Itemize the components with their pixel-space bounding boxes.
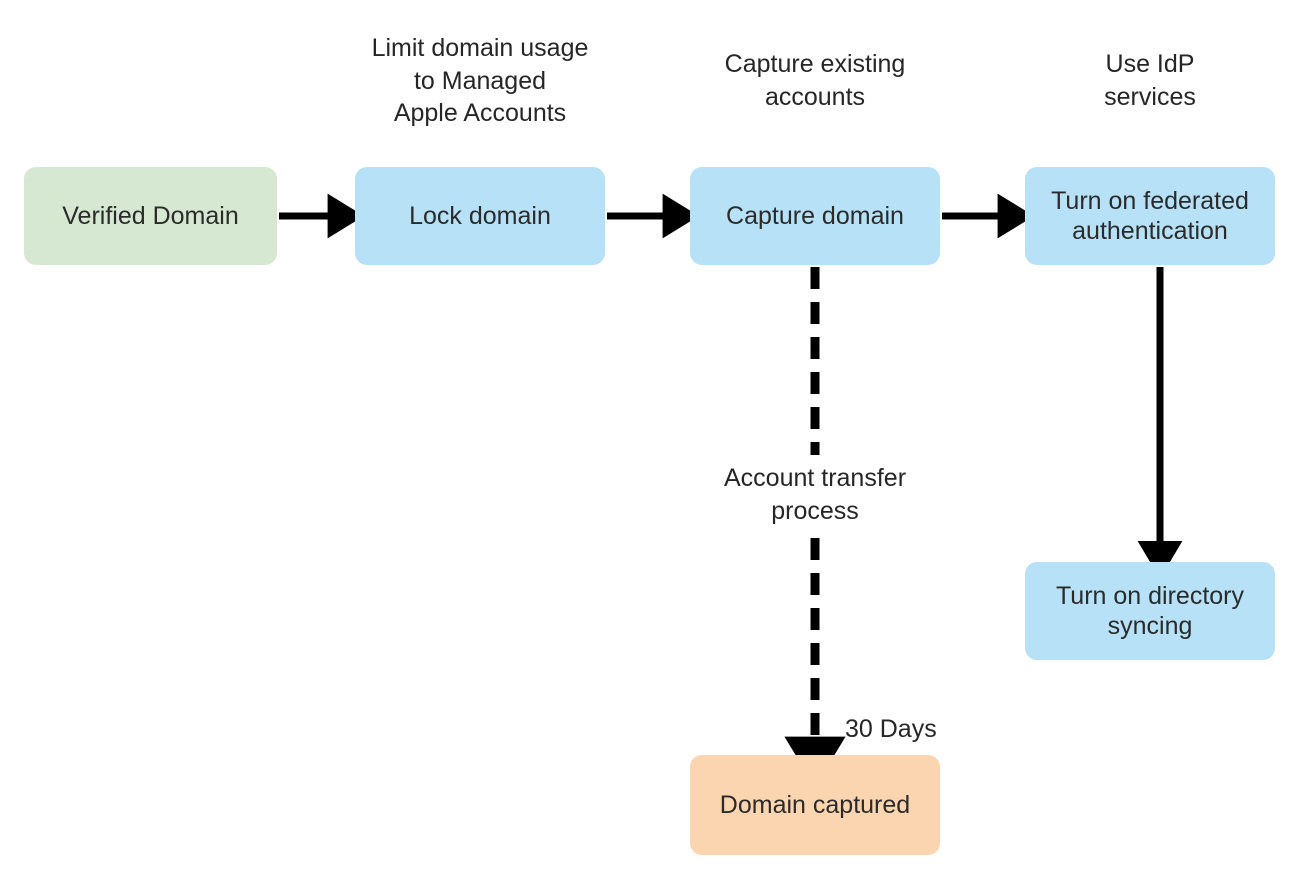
node-lock-domain[interactable]: Lock domain — [355, 167, 605, 265]
node-domain-captured[interactable]: Domain captured — [690, 755, 940, 855]
node-turn-on-directory-syncing[interactable]: Turn on directory syncing — [1025, 562, 1275, 660]
caption-limit-domain-usage: Limit domain usage to Managed Apple Acco… — [371, 34, 589, 127]
caption-capture-existing-accounts: Capture existing accounts — [724, 50, 906, 111]
edge-label-account-transfer-process: Account transfer process — [723, 464, 907, 525]
edge-label-30-days: 30 Days — [845, 715, 937, 743]
node-capture-domain[interactable]: Capture domain — [690, 167, 940, 265]
caption-use-idp-services: Use IdP services — [1104, 50, 1196, 111]
node-turn-on-federated-authentication[interactable]: Turn on federated authentication — [1025, 167, 1275, 265]
node-verified-domain[interactable]: Verified Domain — [24, 167, 277, 265]
